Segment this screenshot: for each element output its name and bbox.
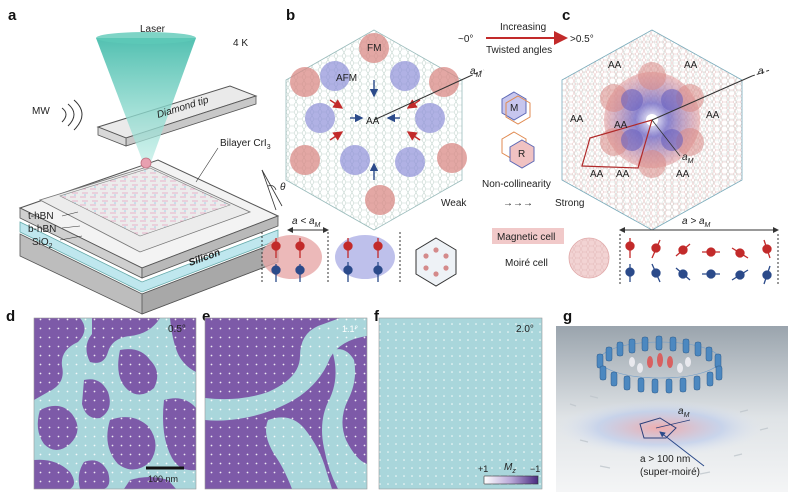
weak-label: Weak [441, 198, 467, 209]
magnetic-cell-outline [581, 119, 653, 169]
pointer-arrow-g [659, 431, 705, 467]
a-lt-label: a < aM [292, 216, 321, 229]
scale-label: 100 nm [148, 474, 178, 484]
super-moire-label: (super-moiré) [640, 467, 700, 478]
a-gt-100-label: a > 100 nm [640, 454, 690, 465]
spins-right [625, 238, 772, 285]
panel-b: b FM AF [285, 7, 485, 231]
sio2-label: SiO2 [32, 237, 53, 250]
arrows-label: →→→ [503, 198, 533, 209]
colorbar-minus: −1 [530, 464, 540, 474]
moire-cell-label: Moiré cell [505, 258, 548, 269]
panel-d: d 0.5° 100 nm [6, 308, 197, 490]
strong-label: Strong [555, 198, 584, 209]
bilayer-label: Bilayer CrI3 [220, 138, 271, 151]
aa-c-1: AA [608, 60, 622, 71]
panel-a-label: a [8, 7, 17, 24]
t-hbn-label: t-hBN [28, 211, 54, 222]
fm-label: FM [367, 43, 381, 54]
fm-ellipse [262, 235, 322, 279]
afm-domains [305, 61, 445, 177]
twisted-label: Twisted angles [486, 45, 552, 56]
angle-b: ~0° [458, 34, 473, 45]
legend-row: a < aM Magnetic cell [261, 216, 779, 287]
angle-c: >0.5° [570, 34, 594, 45]
magnetic-cell-swatch [492, 228, 564, 244]
noncollinearity-label: Non-collinearity [482, 179, 551, 190]
panel-c: c >0.5° AA AA AA AA AA AA AA AA a aM [561, 7, 771, 231]
transition-middle: ~0° Increasing Twisted angles M R Non-co… [441, 22, 584, 209]
bilayer-lattice [59, 167, 231, 237]
mz-label: Mz [504, 462, 516, 475]
aa-c-8: AA [614, 120, 628, 131]
angle-e: 1.1° [342, 324, 359, 334]
spin-ring [596, 335, 723, 394]
super-moire-glow [556, 400, 764, 456]
am-label-g: aM [678, 406, 690, 419]
increasing-label: Increasing [500, 22, 546, 33]
panel-b-label: b [286, 7, 295, 24]
aa-c-2: AA [684, 60, 698, 71]
m-label: M [510, 103, 518, 114]
laser-label: Laser [140, 24, 166, 35]
fm-domains [290, 33, 467, 215]
theta-label: θ [280, 182, 286, 193]
magnetic-cell-label: Magnetic cell [497, 232, 555, 243]
a-label-c: a [758, 66, 764, 77]
panel-f: f 2.0° +1 −1 Mz [374, 308, 543, 490]
am-label-b: aM [470, 66, 482, 79]
aa-c-7: AA [676, 169, 690, 180]
panel-g-label: g [563, 308, 572, 325]
aa-c-3: AA [570, 114, 584, 125]
aa-c-5: AA [590, 169, 604, 180]
am-label-c: aM [682, 152, 694, 165]
aa-c-4: AA [706, 110, 720, 121]
panel-a: a Laser 4 K MW Diamond tip [8, 7, 286, 315]
panel-d-label: d [6, 308, 15, 325]
panel-e: e 1.1° [202, 308, 368, 490]
colorbar-plus: +1 [478, 464, 488, 474]
a-gt-label: a > aM [682, 216, 711, 229]
afm-label: AFM [336, 73, 357, 84]
r-label: R [518, 149, 525, 160]
angle-d: 0.5° [168, 324, 186, 335]
moire-cell-icon [415, 237, 457, 287]
aa-c-6: AA [616, 169, 630, 180]
angle-f: 2.0° [516, 324, 534, 335]
spin-arrows-b [329, 80, 421, 180]
spins-left [271, 238, 383, 282]
laser-beam [96, 38, 196, 165]
panel-e-label: e [202, 308, 210, 325]
panel-c-label: c [562, 7, 570, 24]
panel-g: g [556, 308, 788, 492]
b-hbn-label: b-hBN [28, 224, 56, 235]
colorbar [483, 475, 539, 485]
afm-ellipse [335, 235, 395, 279]
m-stack-icon [501, 91, 527, 121]
aa-label-b: AA [366, 116, 380, 127]
moire-cell-g [639, 417, 677, 439]
temperature-label: 4 K [233, 38, 248, 49]
outer-domains-c [600, 62, 704, 178]
panel-f-label: f [374, 308, 380, 325]
mw-label: MW [32, 106, 50, 117]
